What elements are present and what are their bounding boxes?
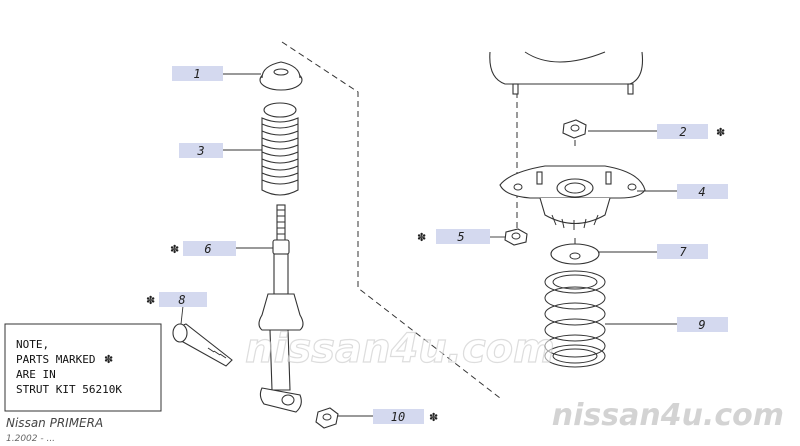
- callout-5: 5 ✽: [417, 229, 490, 244]
- callout-3: 3: [179, 143, 223, 158]
- callout-10-star: ✽: [429, 411, 438, 424]
- part-6-shock-absorber: [258, 204, 304, 413]
- callout-9: 9: [677, 317, 728, 332]
- part-8-bolt: [172, 323, 233, 367]
- part-5-nut: [504, 228, 528, 246]
- callout-7-number: 7: [679, 245, 687, 259]
- note-line-3: ARE IN: [16, 368, 56, 381]
- callout-4-number: 4: [698, 185, 705, 199]
- callout-6: 6 ✽: [170, 241, 236, 256]
- callout-5-number: 5: [457, 230, 464, 244]
- part-2-nut: [562, 119, 587, 139]
- footer-date: 1.2002 - ...: [6, 434, 55, 444]
- note-line-2: PARTS MARKED: [16, 353, 95, 366]
- callout-6-number: 6: [204, 242, 211, 256]
- callout-7: 7: [657, 244, 708, 259]
- note-star: ✽: [104, 353, 113, 366]
- part-9-coil-spring: [544, 270, 606, 368]
- callout-4: 4: [677, 184, 728, 199]
- leader-lines: [180, 73, 677, 417]
- watermark-corner: nissan4u.com: [552, 398, 784, 433]
- part-10-nut: [315, 407, 339, 429]
- part-3-dust-boot: [261, 102, 299, 196]
- callout-9-number: 9: [698, 318, 705, 332]
- note-box: NOTE, PARTS MARKED ✽ ARE IN STRUT KIT 56…: [4, 323, 162, 412]
- callout-6-star: ✽: [170, 243, 179, 256]
- callout-2-star: ✽: [716, 126, 725, 139]
- callout-5-star: ✽: [417, 231, 426, 244]
- note-line-4: STRUT KIT 56210K: [16, 383, 122, 396]
- callout-8-number: 8: [178, 293, 185, 307]
- part-7-spring-seat: [550, 243, 600, 265]
- part-4-strut-mount: [499, 165, 646, 230]
- callout-1-number: 1: [193, 67, 200, 81]
- callout-8-star: ✽: [146, 294, 155, 307]
- note-line-1: NOTE,: [16, 338, 49, 351]
- callout-8: 8 ✽: [146, 292, 207, 307]
- callout-2: 2 ✽: [657, 124, 725, 139]
- callout-3-number: 3: [196, 144, 204, 158]
- callout-2-number: 2: [679, 125, 686, 139]
- watermark-center: nissan4u.com: [245, 326, 555, 372]
- part-1-bump-stop-cap: [259, 61, 303, 91]
- callout-1: 1: [172, 66, 223, 81]
- footer-model: Nissan PRIMERA: [6, 416, 103, 430]
- callout-10-number: 10: [391, 410, 405, 424]
- body-mount: [489, 51, 644, 95]
- callout-10: 10 ✽: [373, 409, 438, 424]
